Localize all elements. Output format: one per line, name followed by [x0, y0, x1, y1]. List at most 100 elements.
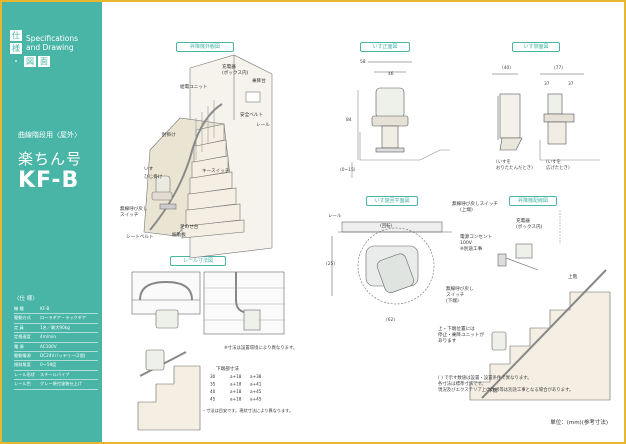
lower-table-cell: a+45	[250, 397, 262, 402]
side-dim-37a: 37	[544, 82, 550, 87]
wiring-drawing	[469, 210, 611, 401]
rail-note: ※寸法は設置環境により異なります。	[224, 346, 298, 351]
spec-key: 傾斜角度	[14, 362, 31, 368]
spec-value: グレー焼付塗装仕上げ	[40, 381, 82, 387]
lower-table-note: ・寸法は目安です。現状寸法により異なります。	[202, 407, 293, 414]
lower-table-cell: a+18	[230, 382, 242, 387]
lower-table-cell: 35	[210, 382, 216, 387]
lower-table-cell: a+45	[250, 389, 262, 394]
panel-title-side: いす側面図	[512, 42, 560, 52]
spec-table-title: 〈仕 様〉	[14, 296, 38, 302]
wiring-label: 停止・乗降ユニットが	[438, 331, 484, 338]
overview-label: 乗降台	[252, 77, 266, 84]
tag-zu: 図	[24, 56, 36, 67]
front-dim-range: (0~15)	[340, 168, 356, 173]
spec-key: 定格速度	[14, 334, 31, 340]
spec-key: 駆動方式	[14, 315, 31, 321]
wiring-label: (上端)	[460, 206, 473, 213]
front-dim-84: 84	[346, 118, 352, 123]
spec-title-line2: and Drawing	[26, 43, 74, 52]
overview-label: シートベルト	[126, 234, 154, 240]
front-drawing	[351, 61, 450, 178]
spec-title-en: Specifications and Drawing	[26, 34, 78, 52]
wiring-label: 電源コンセント	[460, 233, 492, 240]
wiring-label: 上・下端位置には	[438, 325, 475, 332]
lower-table-title: 下端部寸法	[216, 365, 239, 372]
sidebar: 仕 様 ・ 図 面 Specifications and Drawing 曲線階…	[2, 2, 102, 442]
tag-you: 様	[10, 43, 22, 54]
lower-table-cell: a+38	[250, 374, 262, 379]
overview-label: スイッチ	[120, 212, 139, 218]
tag-dot: ・	[12, 57, 20, 66]
overview-label: キースイッチ	[202, 168, 230, 174]
overview-label: レール	[256, 123, 270, 128]
panel-title-wiring: 昇降機配線図	[509, 196, 557, 206]
spec-key: 駆動電源	[14, 352, 31, 358]
lower-table-cell: a+18	[230, 397, 242, 402]
spec-row: 駆動方式 ローラギア・ラックギア	[14, 314, 98, 324]
rotate-dim-25: (25)	[326, 262, 336, 267]
bottom-note-3: 現況及びエクステリア上の改修等は別途工事となる場合があります。	[438, 388, 574, 393]
spec-key: 電 源	[14, 343, 24, 349]
spec-key: レール色	[14, 381, 31, 387]
wiring-label: 無線呼び戻し	[446, 285, 474, 292]
front-dim-58: 58	[360, 60, 366, 65]
panel-title-front: いす正面図	[360, 42, 410, 52]
wiring-label: 無線呼び戻しスイッチ	[452, 200, 498, 207]
spec-key: 定 員	[14, 324, 24, 330]
lower-table-cell: a+41	[250, 382, 262, 387]
bottom-note: ( ) で示す数値は設置・設置条件で異なります。 各寸法は標準寸法です。 現況及…	[438, 376, 588, 394]
overview-label: 振動板	[172, 231, 186, 238]
spec-key: 機 種	[14, 306, 24, 311]
spec-title-line1: Specifications	[26, 34, 79, 43]
side-dim-37b: 37	[568, 82, 574, 87]
model-code: KF-B	[18, 168, 80, 193]
spec-value: 1名／最大90kg	[40, 324, 70, 330]
panel-title-rotate: いす旋回平面図	[366, 196, 418, 206]
bottom-note-1: ( ) で示す数値は設置・設置条件で異なります。	[438, 376, 532, 381]
rail-drawing	[131, 271, 285, 431]
rotate-drawing	[331, 221, 452, 305]
side-note-open: (いすを広げたとき)	[546, 160, 570, 171]
category-label: 曲線階段用〈屋外〉	[18, 131, 81, 139]
spec-value: 4m/min	[40, 334, 57, 340]
spec-row: 定 員 1名／最大90kg	[14, 324, 98, 334]
side-note-fold: (いすをおりたたんだとき)	[496, 160, 533, 171]
overview-labels: 充電器(ボックス内)乗降台給電ユニットレール安全ベルト肘掛けいすひじ掛けキースイ…	[120, 63, 270, 240]
model-name: 楽ちん号	[18, 150, 83, 168]
lower-table-cell: 30	[210, 374, 216, 379]
wiring-label: (ボックス内)	[516, 223, 543, 230]
lower-table-cell: 45	[210, 397, 216, 402]
wiring-label: (下端)	[446, 297, 459, 304]
overview-label: ひじ掛け	[144, 173, 163, 180]
wiring-label: スイッチ	[446, 292, 465, 298]
wiring-label: 充電器	[516, 217, 530, 224]
overview-label: 給電ユニット	[180, 83, 208, 90]
rotate-label: (回転)	[380, 224, 393, 229]
spec-value: 0～59度	[40, 362, 57, 368]
overview-label: 足のせ台	[180, 223, 199, 230]
spec-value: DC24Vバッテリー(2個)	[40, 352, 86, 358]
rotate-dim-62: (62)	[386, 318, 396, 323]
tag-shi: 仕	[10, 30, 22, 41]
side-drawing	[492, 73, 600, 161]
spec-row: 定格速度 4m/min	[14, 333, 98, 343]
spec-value: ローラギア・ラックギア	[40, 315, 87, 321]
spec-value: AC100V	[40, 343, 57, 349]
spec-row: 傾斜角度 0～59度	[14, 361, 98, 371]
side-dim-40: (40)	[502, 66, 512, 71]
front-dim-46: 46	[388, 72, 394, 77]
spec-value: スチールパイプ	[40, 371, 70, 377]
wiring-label: 下階	[488, 387, 498, 394]
spec-row: 駆動電源 DC24Vバッテリー(2個)	[14, 352, 98, 362]
spec-row: レール色 グレー焼付塗装仕上げ	[14, 380, 98, 390]
spec-key: レール形状	[14, 371, 35, 377]
overview-drawing	[143, 54, 273, 259]
bottom-note-2: 各寸法は標準寸法です。	[438, 382, 486, 387]
wiring-label: ※別途工事	[460, 245, 483, 252]
rotate-rail-label: レール	[328, 214, 342, 219]
